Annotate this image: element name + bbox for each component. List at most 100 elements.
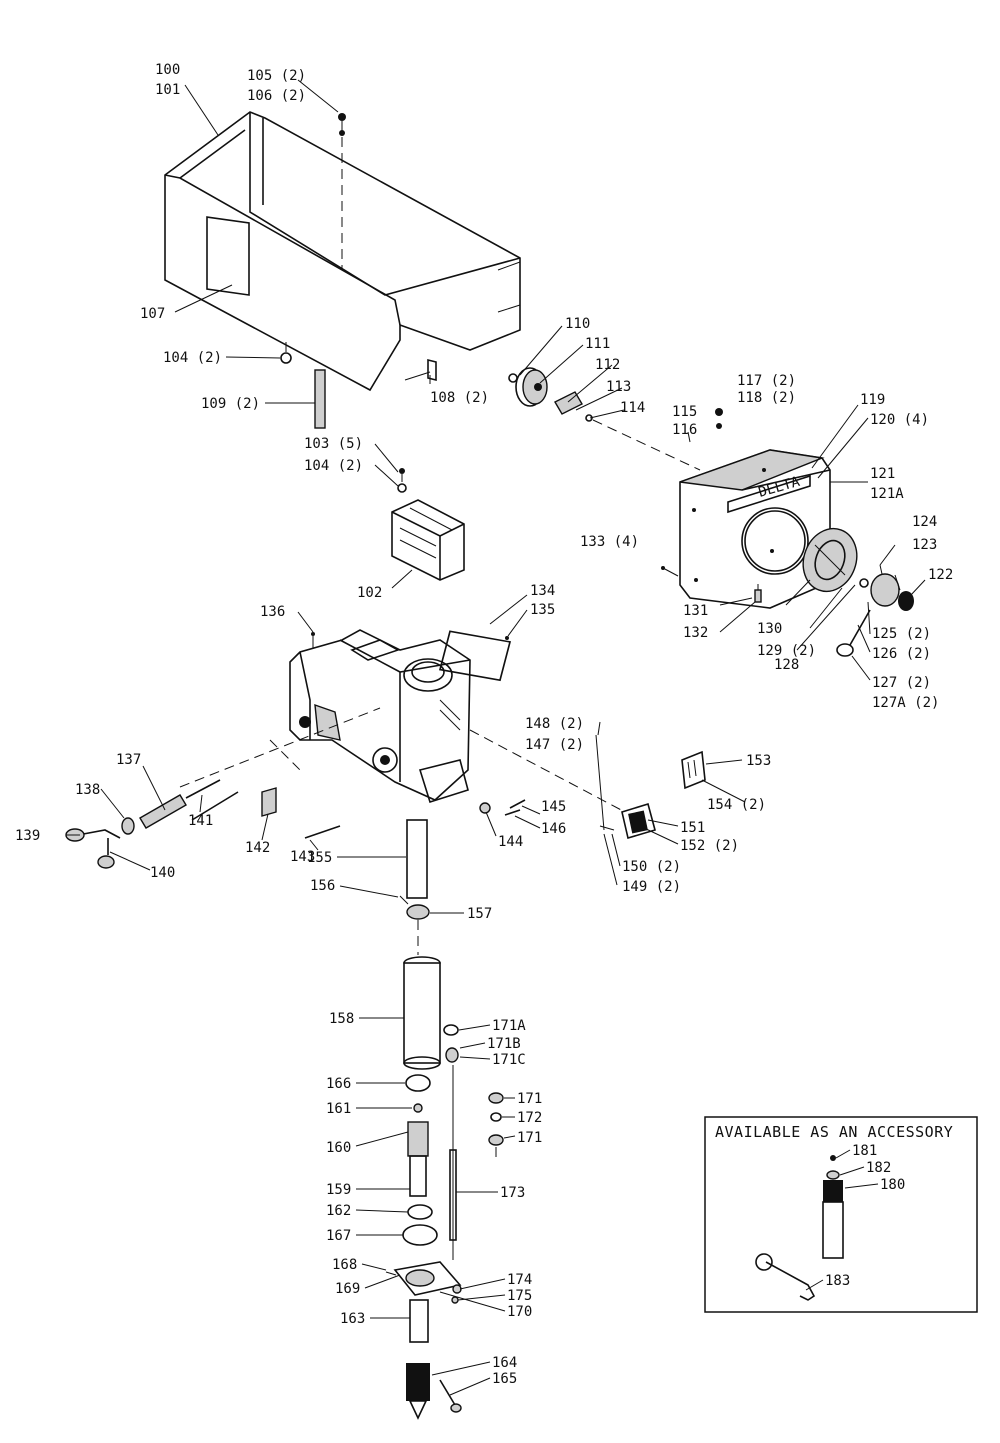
pulley-sleeve-155: [406, 819, 428, 899]
cover-142: [261, 787, 277, 817]
part-label: 141: [188, 813, 213, 829]
part-label: 137: [116, 752, 141, 768]
part-label: 147 (2): [525, 737, 584, 753]
part-label: 106 (2): [247, 88, 306, 104]
part-label: 173: [500, 1185, 525, 1201]
part-label: 154 (2): [707, 797, 766, 813]
depth-stop-169: [393, 1261, 462, 1296]
part-label: 152 (2): [680, 838, 739, 854]
knob-123: [870, 573, 900, 607]
part-label: 132: [683, 625, 708, 641]
depth-dial-130: [802, 527, 858, 593]
clip-108: [427, 358, 437, 382]
bearing-157: [406, 904, 430, 920]
part-label: 161: [326, 1101, 351, 1117]
part-label: 149 (2): [622, 879, 681, 895]
part-label: 125 (2): [872, 626, 931, 642]
part-label: 180: [880, 1177, 905, 1193]
part-labels: 100 101 105 (2) 106 (2) 107 104 (2) 109 …: [15, 62, 953, 1387]
part-label: 103 (5): [304, 436, 363, 452]
part-label: 156: [310, 878, 335, 894]
part-label: 139: [15, 828, 40, 844]
part-label: 171: [517, 1130, 542, 1146]
part-label: 108 (2): [430, 390, 489, 406]
part-label: 171B: [487, 1036, 521, 1052]
part-label: 111: [585, 336, 610, 352]
part-label: 134: [530, 583, 555, 599]
part-label: 171: [517, 1091, 542, 1107]
part-label: 183: [825, 1273, 850, 1289]
part-label: 121A: [870, 486, 904, 502]
chuck-164: [406, 1363, 430, 1420]
part-label: 151: [680, 820, 705, 836]
part-label: 181: [852, 1143, 877, 1159]
ring-161: [413, 1103, 423, 1113]
head-cover-121: DELTA: [679, 449, 831, 609]
part-label: 114: [620, 400, 645, 416]
accessory-labels: 181 182 180 183: [825, 1143, 905, 1289]
part-label: 122: [928, 567, 953, 583]
part-label: 148 (2): [525, 716, 584, 732]
bar-109: [314, 369, 326, 429]
part-label: 102: [357, 585, 382, 601]
part-label: 140: [150, 865, 175, 881]
part-label: 175: [507, 1288, 532, 1304]
part-label: 118 (2): [737, 390, 796, 406]
part-label: 162: [326, 1203, 351, 1219]
part-label: 167: [326, 1228, 351, 1244]
ring-162: [407, 1204, 433, 1220]
part-label: 110: [565, 316, 590, 332]
ring-167: [402, 1224, 438, 1246]
part-label: 101: [155, 82, 180, 98]
belt-guard: [164, 111, 521, 392]
leader-lines: [66, 79, 926, 1396]
part-label: 113: [606, 379, 631, 395]
part-label: 164: [492, 1355, 517, 1371]
part-label: 107: [140, 306, 165, 322]
part-label: 104 (2): [163, 350, 222, 366]
part-label: 127 (2): [872, 675, 931, 691]
switch-151: [621, 802, 656, 840]
part-label: 131: [683, 603, 708, 619]
part-label: 130: [757, 621, 782, 637]
part-label: 123: [912, 537, 937, 553]
part-label: 117 (2): [737, 373, 796, 389]
part-label: 165: [492, 1371, 517, 1387]
part-label: 100: [155, 62, 180, 78]
accessory-title: AVAILABLE AS AN ACCESSORY: [715, 1123, 953, 1141]
part-label: 171C: [492, 1052, 526, 1068]
ring-166: [405, 1074, 431, 1092]
accessory-box: AVAILABLE AS AN ACCESSORY: [704, 1116, 978, 1313]
part-label: 116: [672, 422, 697, 438]
part-label: 146: [541, 821, 566, 837]
part-label: 155: [307, 850, 332, 866]
part-label: 138: [75, 782, 100, 798]
part-label: 153: [746, 753, 771, 769]
quill-158: [403, 956, 441, 1070]
plate-153: [681, 750, 706, 790]
part-label: 168: [332, 1257, 357, 1273]
part-label: 142: [245, 840, 270, 856]
part-label: 169: [335, 1281, 360, 1297]
part-label: 104 (2): [304, 458, 363, 474]
part-label: 126 (2): [872, 646, 931, 662]
part-label: 105 (2): [247, 68, 306, 84]
part-label: 109 (2): [201, 396, 260, 412]
part-label: 133 (4): [580, 534, 639, 550]
part-label: 120 (4): [870, 412, 929, 428]
washer-104: [280, 352, 292, 364]
part-label: 170: [507, 1304, 532, 1320]
part-label: 136: [260, 604, 285, 620]
part-label: 135: [530, 602, 555, 618]
motor-bracket-102: [391, 499, 465, 581]
part-label: 145: [541, 799, 566, 815]
part-label: 158: [329, 1011, 354, 1027]
part-label: 143: [290, 849, 315, 865]
part-label: 174: [507, 1272, 532, 1288]
part-label: 127A (2): [872, 695, 939, 711]
part-label: 124: [912, 514, 937, 530]
head-casting: [289, 629, 471, 804]
part-label: 171A: [492, 1018, 526, 1034]
spindle-160: [407, 1121, 429, 1197]
